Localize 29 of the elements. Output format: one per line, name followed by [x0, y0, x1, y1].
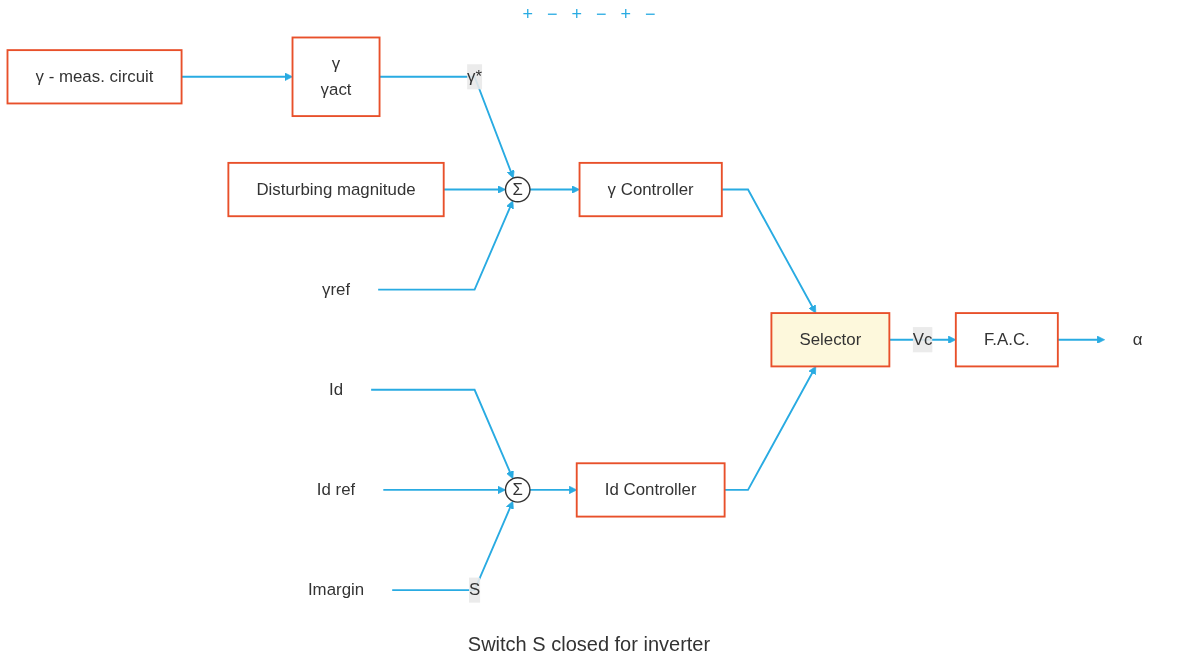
node-box: Disturbing magnitude [227, 161, 445, 218]
sign-label: − [645, 4, 656, 25]
arrow [377, 200, 514, 291]
arrow [529, 185, 580, 194]
node-text: α [1132, 329, 1143, 349]
arrow [391, 500, 514, 591]
node-text: Id [329, 379, 344, 399]
node-circle: Σ [504, 176, 531, 203]
caption: Switch S closed for inverter [467, 633, 711, 656]
arrow [382, 485, 506, 494]
node-text: γref [321, 279, 351, 299]
edge-label: γ* [467, 66, 483, 86]
sign-label: − [546, 4, 558, 25]
node-text: Imargin [307, 580, 365, 599]
node-box: γ Controller [578, 161, 723, 218]
sign-label: + [522, 4, 533, 25]
node-box: γ - meas. circuit [6, 49, 183, 105]
node-box: γ γact [291, 36, 381, 117]
edge-label: Vc [912, 329, 933, 349]
sign-label: + [571, 4, 582, 25]
node-circle: Σ [504, 476, 531, 503]
node-box: Id Controller [575, 462, 726, 518]
sign-label: + [620, 4, 632, 25]
node-text: Id ref [316, 480, 356, 499]
node-box: F.A.C. [954, 312, 1059, 368]
arrow [370, 388, 514, 479]
edge-label: S [468, 580, 481, 599]
node-box: Selector [770, 312, 891, 368]
sign-label: − [596, 4, 607, 25]
